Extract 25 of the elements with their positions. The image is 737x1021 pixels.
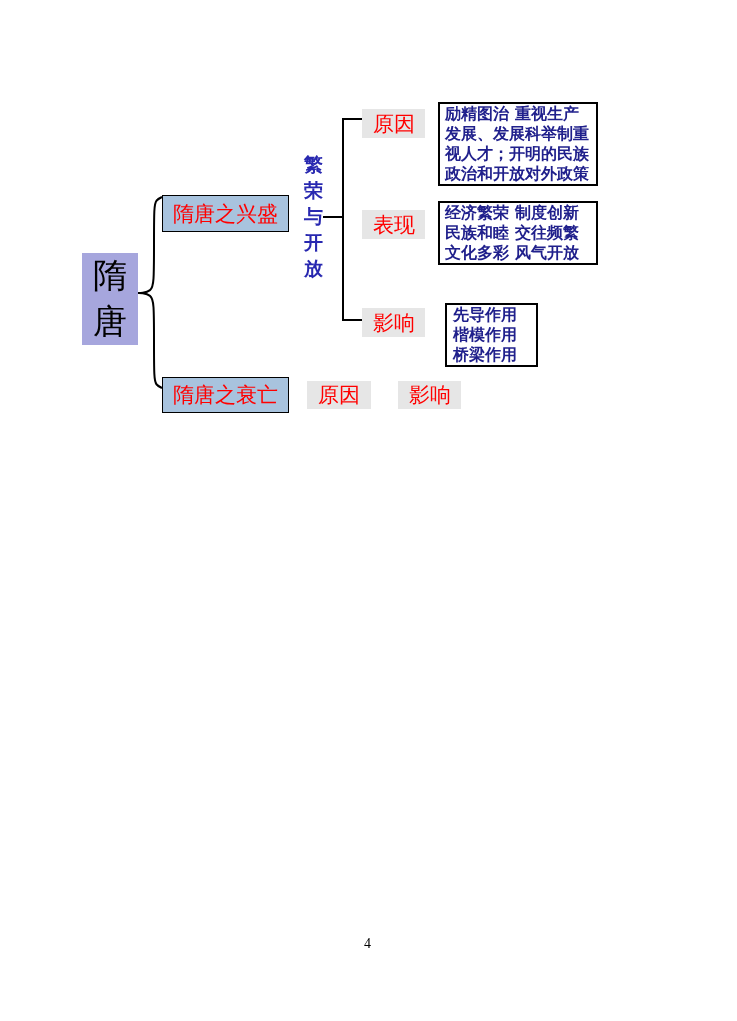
content-text: 励精图治 重视生产发展、发展科举制重视人才；开明的民族政治和开放对外政策 bbox=[445, 104, 590, 184]
branch-label: 隋唐之兴盛 bbox=[173, 200, 278, 228]
brace-line bbox=[137, 292, 163, 389]
brace-line bbox=[322, 216, 363, 321]
category-tag bbox=[307, 381, 371, 409]
content-text: 先导作用楷模作用桥梁作用 bbox=[453, 305, 518, 365]
category-tag bbox=[362, 308, 425, 337]
topic-text: 隋唐 bbox=[93, 254, 127, 343]
branch-label: 隋唐之衰亡 bbox=[173, 382, 278, 409]
content-box bbox=[438, 201, 598, 265]
category-tag bbox=[398, 381, 461, 409]
category-tag bbox=[362, 109, 425, 138]
category-label: 原因 bbox=[372, 110, 415, 138]
page-number: 4 bbox=[364, 936, 371, 952]
content-text: 经济繁荣 制度创新民族和睦 交往频繁文化多彩 风气开放 bbox=[445, 203, 580, 263]
category-label: 原因 bbox=[318, 382, 360, 409]
category-label: 影响 bbox=[408, 382, 451, 409]
category-tag bbox=[362, 210, 425, 239]
content-box bbox=[445, 303, 538, 367]
vertical-heading: 繁荣与开放 bbox=[304, 152, 323, 282]
branch-box bbox=[162, 195, 289, 232]
topic-box bbox=[82, 253, 138, 345]
category-label: 影响 bbox=[372, 309, 415, 337]
branch-box bbox=[162, 377, 289, 413]
category-label: 表现 bbox=[372, 211, 415, 239]
